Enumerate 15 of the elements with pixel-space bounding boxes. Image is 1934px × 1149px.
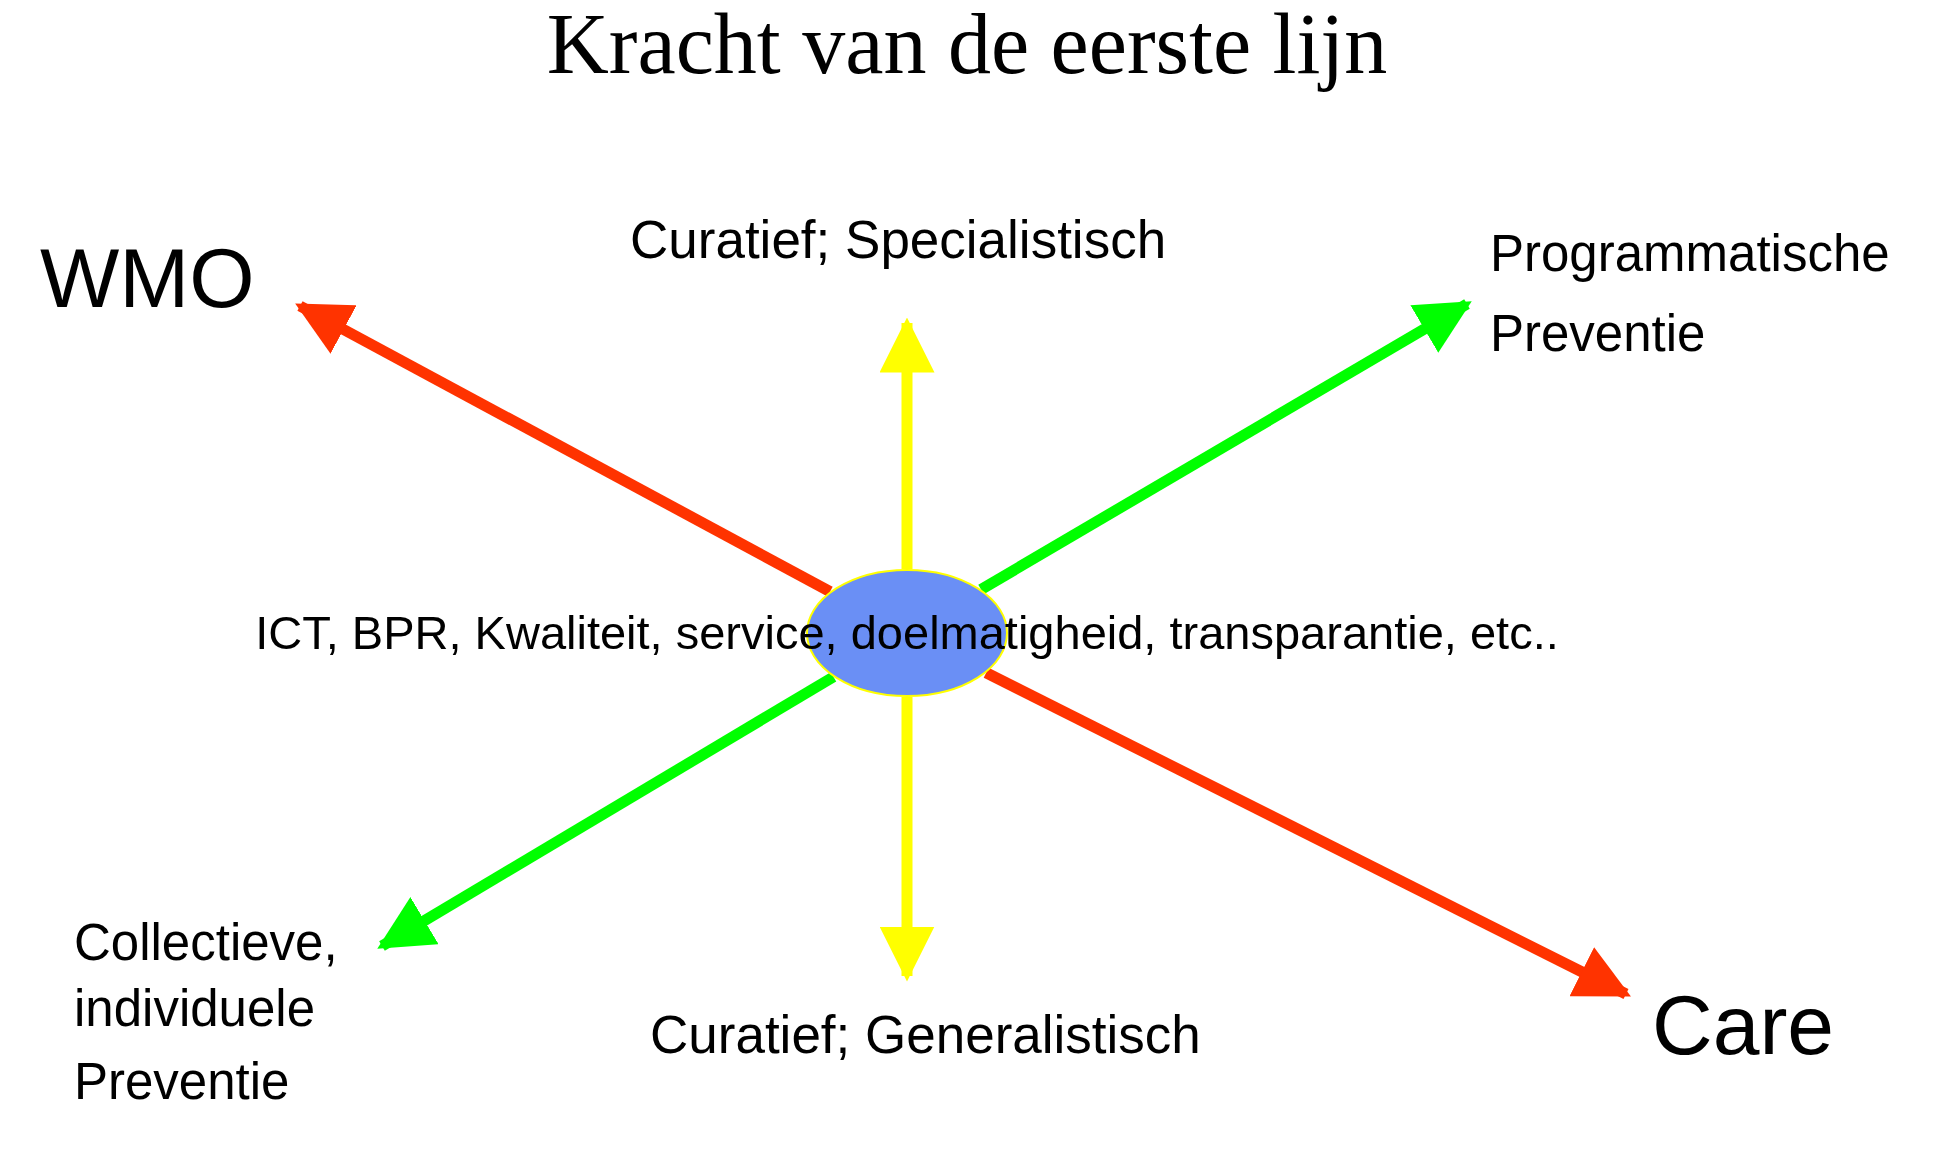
node-label: Preventie: [1490, 304, 1707, 364]
node-label: Preventie: [74, 1052, 291, 1112]
arrow: [377, 672, 837, 951]
node-label: Curatief; Generalistisch: [650, 1004, 1202, 1066]
arrow: [879, 317, 935, 569]
arrow: [295, 301, 833, 597]
arrow: [983, 667, 1631, 999]
node-label: Collectieve, individuele: [74, 913, 339, 1039]
title: Kracht van de eerste lijn: [545, 0, 1389, 94]
arrow: [978, 299, 1472, 595]
node-label: Curatief; Specialistisch: [630, 209, 1168, 271]
node-label: WMO: [40, 230, 256, 327]
node-label: Programmatische: [1490, 224, 1891, 284]
node-label: Care: [1652, 977, 1836, 1074]
arrow: [879, 697, 935, 982]
